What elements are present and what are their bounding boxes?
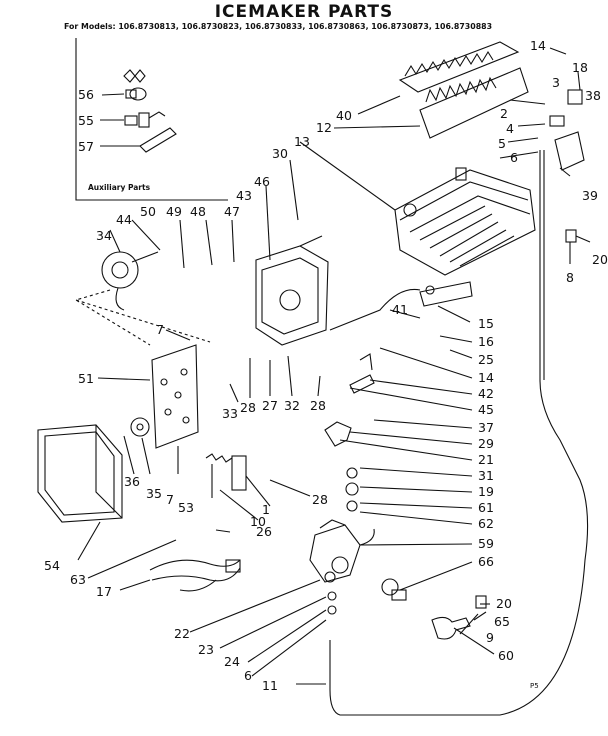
- tube-60: [431, 616, 471, 640]
- callout-60: 60: [498, 648, 514, 663]
- callout-25: 25: [478, 352, 494, 367]
- callout-14b: 14: [478, 370, 494, 385]
- callout-13: 13: [294, 134, 310, 149]
- diagram-title: ICEMAKER PARTS: [214, 2, 394, 22]
- callout-37: 37: [478, 420, 494, 435]
- callout-41: 41: [392, 302, 408, 317]
- callout-17: 17: [96, 584, 112, 599]
- callout-19: 19: [478, 484, 494, 499]
- callout-53: 53: [178, 500, 194, 515]
- motor: [101, 251, 159, 311]
- callout-39: 39: [582, 188, 598, 203]
- callout-7b: 7: [166, 492, 174, 507]
- spring: [205, 453, 233, 463]
- wing-nut-part: [123, 69, 147, 101]
- page-mark: P5: [530, 682, 539, 690]
- ice-mold-assembly: [394, 167, 536, 276]
- callout-54: 54: [44, 558, 60, 573]
- bracket-39: [554, 131, 585, 171]
- callout-28b: 28: [310, 398, 326, 413]
- gear: [130, 417, 150, 437]
- callout-27: 27: [262, 398, 278, 413]
- callout-63: 63: [70, 572, 86, 587]
- callout-26: 26: [256, 524, 272, 539]
- callout-29: 29: [478, 436, 494, 451]
- callout-5: 5: [498, 136, 506, 151]
- valve-nut: [381, 578, 399, 596]
- callout-labels: 56 55 57 14 18 3 38 2 4 5 6 39 20 8 40 1…: [44, 38, 608, 693]
- clip: [324, 421, 352, 447]
- callout-40: 40: [336, 108, 352, 123]
- ejector-comb: [398, 41, 520, 93]
- callout-57: 57: [78, 139, 94, 154]
- callout-28c: 28: [312, 492, 328, 507]
- callout-35: 35: [146, 486, 162, 501]
- callout-14: 14: [530, 38, 546, 53]
- callout-1: 1: [262, 502, 270, 517]
- water-valve: [309, 519, 375, 583]
- callout-18: 18: [572, 60, 588, 75]
- callout-50: 50: [140, 204, 156, 219]
- callout-16: 16: [478, 334, 494, 349]
- callout-21: 21: [478, 452, 494, 467]
- callout-23: 23: [198, 642, 214, 657]
- callout-12: 12: [316, 120, 332, 135]
- callout-34: 34: [96, 228, 112, 243]
- callout-10: 10: [250, 514, 266, 529]
- callout-51: 51: [78, 371, 94, 386]
- switch: [231, 455, 247, 491]
- callout-6: 6: [510, 150, 518, 165]
- callout-47: 47: [224, 204, 240, 219]
- callout-28a: 28: [240, 400, 256, 415]
- auxiliary-parts-box: [75, 38, 228, 201]
- callout-66: 66: [478, 554, 494, 569]
- callout-49: 49: [166, 204, 182, 219]
- models-line: For Models: 106.8730813, 106.8730823, 10…: [64, 22, 493, 31]
- callout-22: 22: [174, 626, 190, 641]
- callout-4: 4: [506, 121, 514, 136]
- cover: [37, 424, 123, 523]
- callout-8: 8: [566, 270, 574, 285]
- shield: [419, 67, 529, 139]
- callout-38: 38: [585, 88, 601, 103]
- mounting-housing: [255, 235, 329, 346]
- callout-7a: 7: [156, 322, 164, 337]
- callout-61: 61: [478, 500, 494, 515]
- callout-36: 36: [124, 474, 140, 489]
- callout-62: 62: [478, 516, 494, 531]
- callout-6b: 6: [244, 668, 252, 683]
- callout-33: 33: [222, 406, 238, 421]
- callout-65: 65: [494, 614, 510, 629]
- callout-56: 56: [78, 87, 94, 102]
- auxiliary-parts-label: Auxiliary Parts: [88, 183, 151, 192]
- support-plate: [151, 344, 199, 449]
- callout-11: 11: [262, 678, 278, 693]
- callout-20: 20: [592, 252, 608, 267]
- callout-20b: 20: [496, 596, 512, 611]
- callout-46: 46: [254, 174, 270, 189]
- callout-31: 31: [478, 468, 494, 483]
- fitting-part: [124, 111, 166, 128]
- callout-24: 24: [224, 654, 240, 669]
- callout-59: 59: [478, 536, 494, 551]
- callout-45: 45: [478, 402, 494, 417]
- callout-55: 55: [78, 113, 94, 128]
- callout-2: 2: [500, 106, 508, 121]
- callout-32: 32: [284, 398, 300, 413]
- callout-48: 48: [190, 204, 206, 219]
- wire-harness: [149, 559, 241, 592]
- tube-part: [139, 127, 177, 153]
- callout-43: 43: [236, 188, 252, 203]
- callout-44: 44: [116, 212, 132, 227]
- callout-9: 9: [486, 630, 494, 645]
- water-line: [329, 150, 589, 716]
- callout-3: 3: [552, 75, 560, 90]
- callout-30: 30: [272, 146, 288, 161]
- callout-42: 42: [478, 386, 494, 401]
- thermostat: [419, 281, 473, 307]
- callout-15: 15: [478, 316, 494, 331]
